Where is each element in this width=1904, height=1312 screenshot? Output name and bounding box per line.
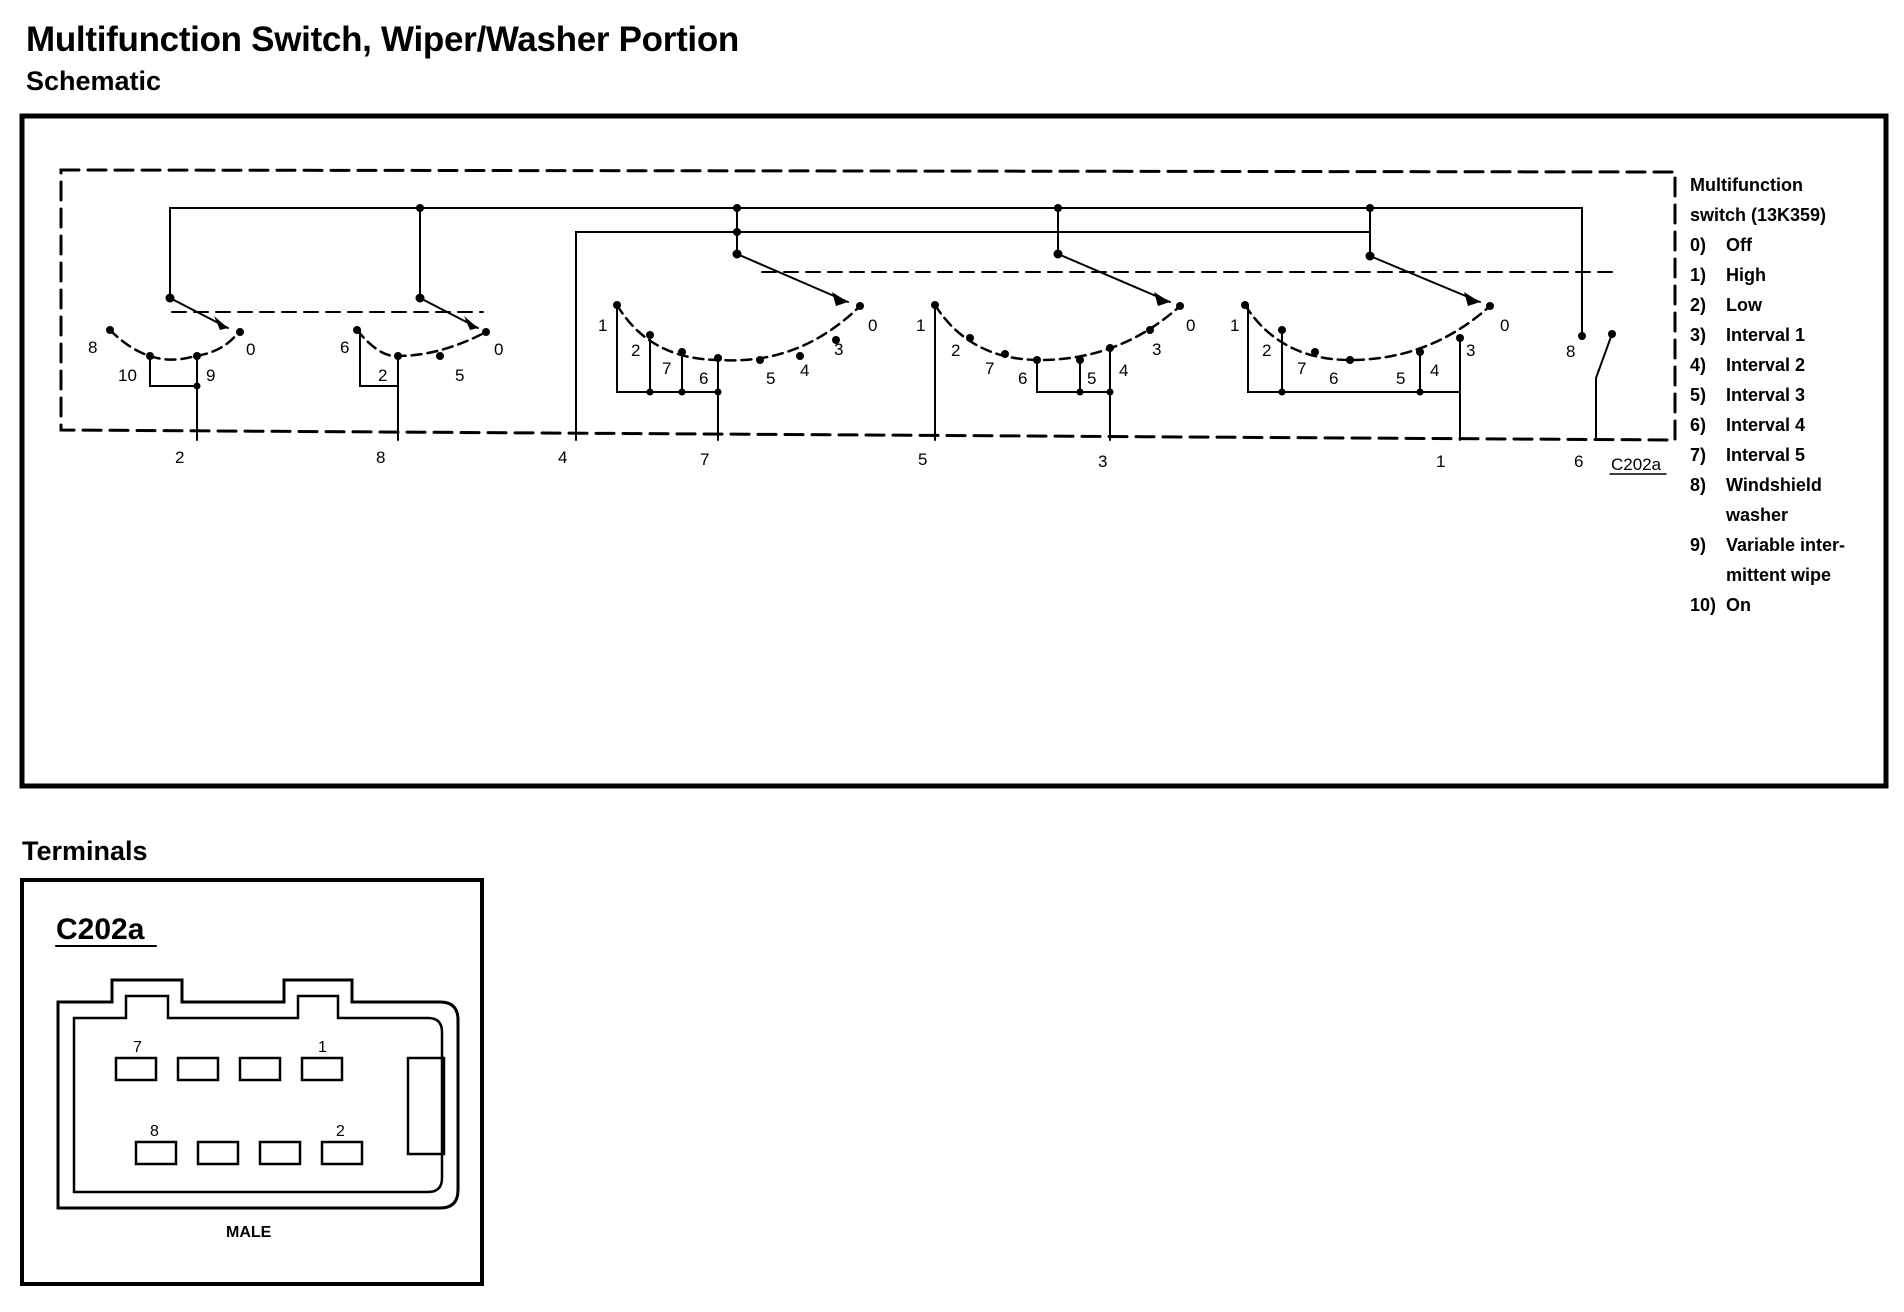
s3-pos-3: 3 — [834, 340, 843, 359]
s3-pos-6: 6 — [699, 369, 708, 388]
terminals-heading: Terminals — [22, 836, 148, 866]
s5-pos-0: 0 — [1500, 316, 1509, 335]
s4-pos-6: 6 — [1018, 369, 1027, 388]
s5-pos-3: 3 — [1466, 341, 1475, 360]
legend: Multifunction switch (13K359) 0) Off 1) … — [1690, 175, 1845, 615]
s5-pos-7: 7 — [1297, 359, 1306, 378]
pin-label-8: 8 — [376, 448, 385, 467]
schematic-subtitle: Schematic — [26, 66, 162, 96]
s5-pos-5: 5 — [1396, 369, 1405, 388]
legend-num: 7) — [1690, 445, 1706, 465]
legend-text: mittent wipe — [1726, 565, 1831, 585]
bus-b — [575, 231, 1371, 441]
switch-section-5 — [1243, 255, 1492, 441]
legend-text: Interval 3 — [1726, 385, 1805, 405]
legend-text: Low — [1726, 295, 1763, 315]
s4-pos-7: 7 — [985, 359, 994, 378]
s4-pos-1: 1 — [916, 316, 925, 335]
s3-pos-1: 1 — [598, 316, 607, 335]
connector-outline-inner — [72, 994, 444, 1194]
s5-pos-4: 4 — [1430, 361, 1439, 380]
s1-pos-10: 10 — [118, 366, 137, 385]
schematic-frame — [19, 113, 1889, 789]
legend-title-line-1: Multifunction — [1690, 175, 1803, 195]
connector-id-label: C202a — [1611, 455, 1662, 474]
page-title: Multifunction Switch, Wiper/Washer Porti… — [26, 20, 740, 59]
terminal-label-7: 7 — [133, 1039, 142, 1056]
connector-gender: MALE — [226, 1224, 272, 1241]
s3-pos-5: 5 — [766, 369, 775, 388]
legend-num: 2) — [1690, 295, 1706, 315]
s2-pos-6: 6 — [340, 338, 349, 357]
s4-pos-0: 0 — [1186, 316, 1195, 335]
pin-label-6: 6 — [1574, 452, 1583, 471]
s2-pos-5: 5 — [455, 366, 464, 385]
legend-title-line-2: switch (13K359) — [1690, 205, 1826, 225]
s3-pos-0: 0 — [868, 316, 877, 335]
connector-latch — [406, 1056, 446, 1156]
s1-pos-8: 8 — [88, 338, 97, 357]
legend-text: On — [1726, 595, 1751, 615]
legend-text: Windshield — [1726, 475, 1822, 495]
terminal-label-2: 2 — [336, 1123, 345, 1140]
washer-pos-8: 8 — [1566, 342, 1575, 361]
pin-label-3: 3 — [1098, 452, 1107, 471]
legend-num: 10) — [1690, 595, 1716, 615]
s5-pos-6: 6 — [1329, 369, 1338, 388]
legend-text: washer — [1725, 505, 1788, 525]
s4-pos-2: 2 — [951, 341, 960, 360]
s1-pos-9: 9 — [206, 366, 215, 385]
s5-pos-1: 1 — [1230, 316, 1239, 335]
switch-section-2 — [355, 297, 488, 441]
legend-text: Variable inter- — [1726, 535, 1845, 555]
s4-pos-3: 3 — [1152, 340, 1161, 359]
legend-num: 6) — [1690, 415, 1706, 435]
pin-label-4: 4 — [558, 448, 567, 467]
s4-pos-4: 4 — [1119, 361, 1128, 380]
legend-text: Interval 1 — [1726, 325, 1805, 345]
s3-pos-2: 2 — [631, 341, 640, 360]
legend-text: Interval 5 — [1726, 445, 1805, 465]
junction-dots — [106, 204, 1616, 396]
terminal-label-8: 8 — [150, 1123, 159, 1140]
legend-num: 8) — [1690, 475, 1706, 495]
legend-text: Interval 4 — [1726, 415, 1805, 435]
legend-num: 4) — [1690, 355, 1706, 375]
legend-num: 5) — [1690, 385, 1706, 405]
pin-label-5: 5 — [918, 450, 927, 469]
switch-boundary — [59, 168, 1677, 442]
s2-pos-2: 2 — [378, 366, 387, 385]
terminals-frame — [20, 878, 484, 1286]
s1-pos-0: 0 — [246, 340, 255, 359]
s2-pos-0: 0 — [494, 340, 503, 359]
legend-text: Interval 2 — [1726, 355, 1805, 375]
legend-num: 0) — [1690, 235, 1706, 255]
legend-text: High — [1726, 265, 1766, 285]
legend-num: 1) — [1690, 265, 1706, 285]
connector-title: C202a — [56, 913, 145, 946]
s4-pos-5: 5 — [1087, 369, 1096, 388]
pin-label-1: 1 — [1436, 452, 1445, 471]
pin-label-7: 7 — [700, 450, 709, 469]
switch-section-3 — [615, 253, 862, 441]
s3-pos-7: 7 — [662, 359, 671, 378]
terminal-pins — [114, 1056, 364, 1166]
legend-num: 3) — [1690, 325, 1706, 345]
terminal-label-1: 1 — [318, 1039, 327, 1056]
washer-switch — [1581, 333, 1613, 441]
s3-pos-4: 4 — [800, 361, 809, 380]
connector-outline-outer — [56, 978, 460, 1210]
s5-pos-2: 2 — [1262, 341, 1271, 360]
legend-num: 9) — [1690, 535, 1706, 555]
switch-section-4 — [933, 253, 1182, 441]
bus-a — [169, 207, 1583, 336]
switch-section-1 — [108, 297, 242, 441]
pin-label-2: 2 — [175, 448, 184, 467]
legend-text: Off — [1726, 235, 1753, 255]
